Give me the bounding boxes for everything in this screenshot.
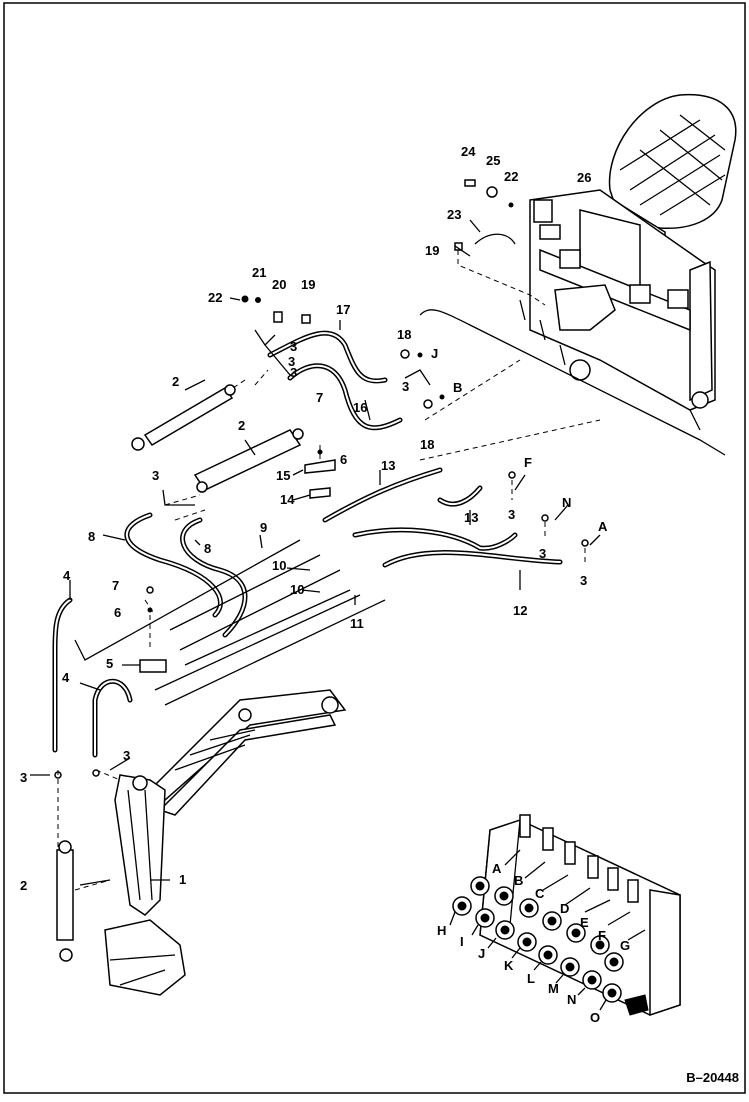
callout-24: 24 bbox=[461, 144, 476, 159]
port-label-J: J bbox=[431, 346, 438, 361]
valve-label-C: C bbox=[535, 886, 545, 901]
callout-18: 18 bbox=[397, 327, 411, 342]
washer-25 bbox=[486, 186, 498, 198]
callout-19: 19 bbox=[425, 243, 439, 258]
port-label-A: A bbox=[598, 519, 608, 534]
callout-3: 3 bbox=[402, 379, 409, 394]
callout-3: 3 bbox=[123, 748, 130, 763]
callout-10: 10 bbox=[290, 582, 304, 597]
callout-3: 3 bbox=[290, 365, 297, 380]
valve-leaders bbox=[449, 849, 646, 1011]
page-border bbox=[3, 2, 746, 1094]
port-letter-labels: J B F N A bbox=[431, 346, 608, 534]
floor-dash bbox=[419, 359, 601, 461]
callout-13: 13 bbox=[381, 458, 395, 473]
dipper-stick bbox=[114, 774, 166, 916]
callout-labels: 1222333333333344566778891010111213131415… bbox=[20, 144, 591, 893]
cylinder-lower bbox=[56, 840, 74, 962]
callout-13: 13 bbox=[464, 510, 478, 525]
callout-2: 2 bbox=[20, 878, 27, 893]
valve-label-H: H bbox=[437, 923, 446, 938]
callout-18: 18 bbox=[420, 437, 434, 452]
callout-3: 3 bbox=[20, 770, 27, 785]
callout-7: 7 bbox=[316, 390, 323, 405]
valve-label-G: G bbox=[620, 938, 630, 953]
callout-4: 4 bbox=[63, 568, 71, 583]
callout-6: 6 bbox=[114, 605, 121, 620]
valve-label-F: F bbox=[598, 928, 606, 943]
valve-label-O: O bbox=[590, 1010, 600, 1025]
callout-2: 2 bbox=[172, 374, 179, 389]
callout-8: 8 bbox=[204, 541, 211, 556]
callout-23: 23 bbox=[447, 207, 461, 222]
valve-label-N: N bbox=[567, 992, 576, 1007]
valve-label-I: I bbox=[460, 934, 464, 949]
port-label-N: N bbox=[562, 495, 571, 510]
leader-dash-seat bbox=[457, 250, 546, 306]
callout-5: 5 bbox=[106, 656, 113, 671]
fittings bbox=[54, 295, 589, 779]
port-label-B: B bbox=[453, 380, 462, 395]
diagram-code: B–20448 bbox=[686, 1070, 739, 1085]
valve-spools bbox=[519, 814, 639, 903]
callout-11: 11 bbox=[350, 616, 364, 631]
cylinder-middle bbox=[193, 428, 304, 493]
callout-16: 16 bbox=[353, 400, 367, 415]
callout-10: 10 bbox=[272, 558, 286, 573]
callout-7: 7 bbox=[112, 578, 119, 593]
boom-arm bbox=[148, 689, 347, 816]
callout-2: 2 bbox=[238, 418, 245, 433]
valve-label-A: A bbox=[492, 861, 502, 876]
callout-leaders bbox=[30, 219, 601, 886]
valve-ports bbox=[452, 876, 649, 1016]
valve-label-M: M bbox=[548, 981, 559, 996]
leader-lines bbox=[57, 369, 586, 891]
callout-12: 12 bbox=[513, 603, 527, 618]
callout-3: 3 bbox=[290, 339, 297, 354]
callout-26: 26 bbox=[577, 170, 591, 185]
callout-20: 20 bbox=[272, 277, 286, 292]
callout-1: 1 bbox=[179, 872, 186, 887]
bolt-24 bbox=[464, 179, 476, 187]
seat-frame bbox=[519, 189, 716, 431]
valve-label-E: E bbox=[580, 915, 589, 930]
callout-3: 3 bbox=[539, 546, 546, 561]
callout-22: 22 bbox=[208, 290, 222, 305]
callout-6: 6 bbox=[340, 452, 347, 467]
callout-19: 19 bbox=[301, 277, 315, 292]
seat-spring-23 bbox=[474, 233, 516, 245]
control-valve bbox=[479, 819, 681, 1017]
valve-label-J: J bbox=[478, 946, 485, 961]
valve-label-B: B bbox=[514, 873, 523, 888]
callout-25: 25 bbox=[486, 153, 500, 168]
callout-4: 4 bbox=[62, 670, 70, 685]
valve-label-D: D bbox=[560, 901, 569, 916]
callout-3: 3 bbox=[508, 507, 515, 522]
callout-17: 17 bbox=[336, 302, 350, 317]
valve-label-L: L bbox=[527, 971, 535, 986]
callout-3: 3 bbox=[152, 468, 159, 483]
callout-15: 15 bbox=[276, 468, 290, 483]
callout-14: 14 bbox=[280, 492, 295, 507]
bucket bbox=[104, 919, 186, 996]
hoses bbox=[52, 330, 563, 758]
valve-label-K: K bbox=[504, 958, 514, 973]
callout-22: 22 bbox=[504, 169, 518, 184]
callout-8: 8 bbox=[88, 529, 95, 544]
pin-22-top bbox=[508, 202, 514, 208]
callout-3: 3 bbox=[288, 354, 295, 369]
cylinder-upper bbox=[131, 384, 236, 451]
steel-tubes bbox=[74, 539, 386, 706]
callout-3: 3 bbox=[580, 573, 587, 588]
callout-21: 21 bbox=[252, 265, 266, 280]
floor-outline bbox=[419, 309, 726, 456]
port-label-F: F bbox=[524, 455, 532, 470]
callout-9: 9 bbox=[260, 520, 267, 535]
